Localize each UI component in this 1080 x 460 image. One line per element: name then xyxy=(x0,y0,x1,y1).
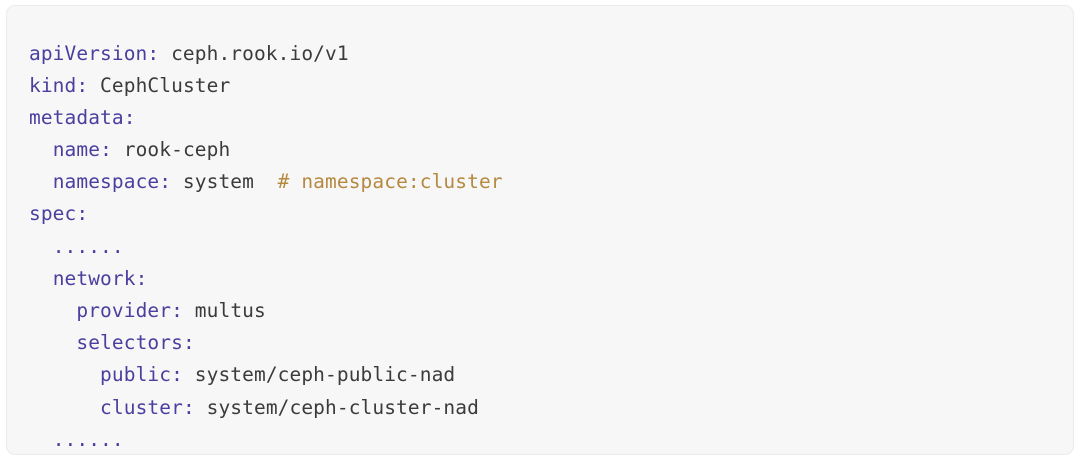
code-line: name: rook-ceph xyxy=(29,134,1065,166)
code-line: spec: xyxy=(29,198,1065,230)
yaml-colon: : xyxy=(123,105,136,129)
yaml-colon: : xyxy=(147,41,160,65)
yaml-value: system/ceph-public-nad xyxy=(182,363,456,387)
code-line: provider: multus xyxy=(29,295,1065,327)
yaml-colon: : xyxy=(159,170,172,194)
yaml-comment: # namespace:cluster xyxy=(253,170,503,194)
code-indent xyxy=(29,299,76,322)
code-indent xyxy=(29,267,53,290)
code-indent xyxy=(29,363,100,386)
code-line: namespace: system # namespace:cluster xyxy=(29,166,1065,198)
yaml-key: public xyxy=(100,363,172,387)
yaml-key: name xyxy=(52,138,101,162)
yaml-key: kind xyxy=(29,73,77,97)
code-line: ...... xyxy=(29,424,1065,454)
code-indent xyxy=(29,428,53,451)
yaml-colon: : xyxy=(76,73,89,97)
code-line: network: xyxy=(29,263,1065,295)
yaml-key: namespace xyxy=(52,170,160,194)
code-ellipsis: ...... xyxy=(52,427,124,451)
yaml-key: cluster xyxy=(100,395,183,419)
yaml-colon: : xyxy=(182,395,195,419)
code-line: public: system/ceph-public-nad xyxy=(29,359,1065,391)
code-line: apiVersion: ceph.rook.io/v1 xyxy=(29,38,1065,70)
yaml-value: CephCluster xyxy=(88,73,231,97)
code-indent xyxy=(29,170,53,193)
yaml-key: apiVersion xyxy=(29,41,148,65)
yaml-key: metadata xyxy=(29,105,124,129)
code-line: metadata: xyxy=(29,102,1065,134)
yaml-colon: : xyxy=(135,266,148,290)
yaml-colon: : xyxy=(76,202,89,226)
code-indent xyxy=(29,396,100,419)
yaml-key: selectors xyxy=(76,331,183,355)
code-ellipsis: ...... xyxy=(52,234,124,258)
yaml-value: rook-ceph xyxy=(111,138,231,162)
yaml-colon: : xyxy=(100,138,112,162)
code-line: selectors: xyxy=(29,327,1065,359)
yaml-key: provider xyxy=(76,299,172,322)
code-indent xyxy=(29,235,53,258)
code-line: cluster: system/ceph-cluster-nad xyxy=(29,392,1065,424)
yaml-key: network xyxy=(52,266,136,290)
yaml-value: system/ceph-cluster-nad xyxy=(194,395,479,419)
yaml-colon: : xyxy=(182,331,195,355)
yaml-value: multus xyxy=(182,299,266,322)
code-line: ...... xyxy=(29,231,1065,263)
yaml-key: spec xyxy=(29,202,77,226)
code-indent xyxy=(29,331,76,354)
yaml-value: ceph.rook.io/v1 xyxy=(159,41,349,65)
code-line: kind: CephCluster xyxy=(29,70,1065,102)
yaml-value: system xyxy=(171,170,254,194)
code-indent xyxy=(29,138,53,161)
yaml-colon: : xyxy=(171,363,183,387)
yaml-colon: : xyxy=(171,299,183,322)
